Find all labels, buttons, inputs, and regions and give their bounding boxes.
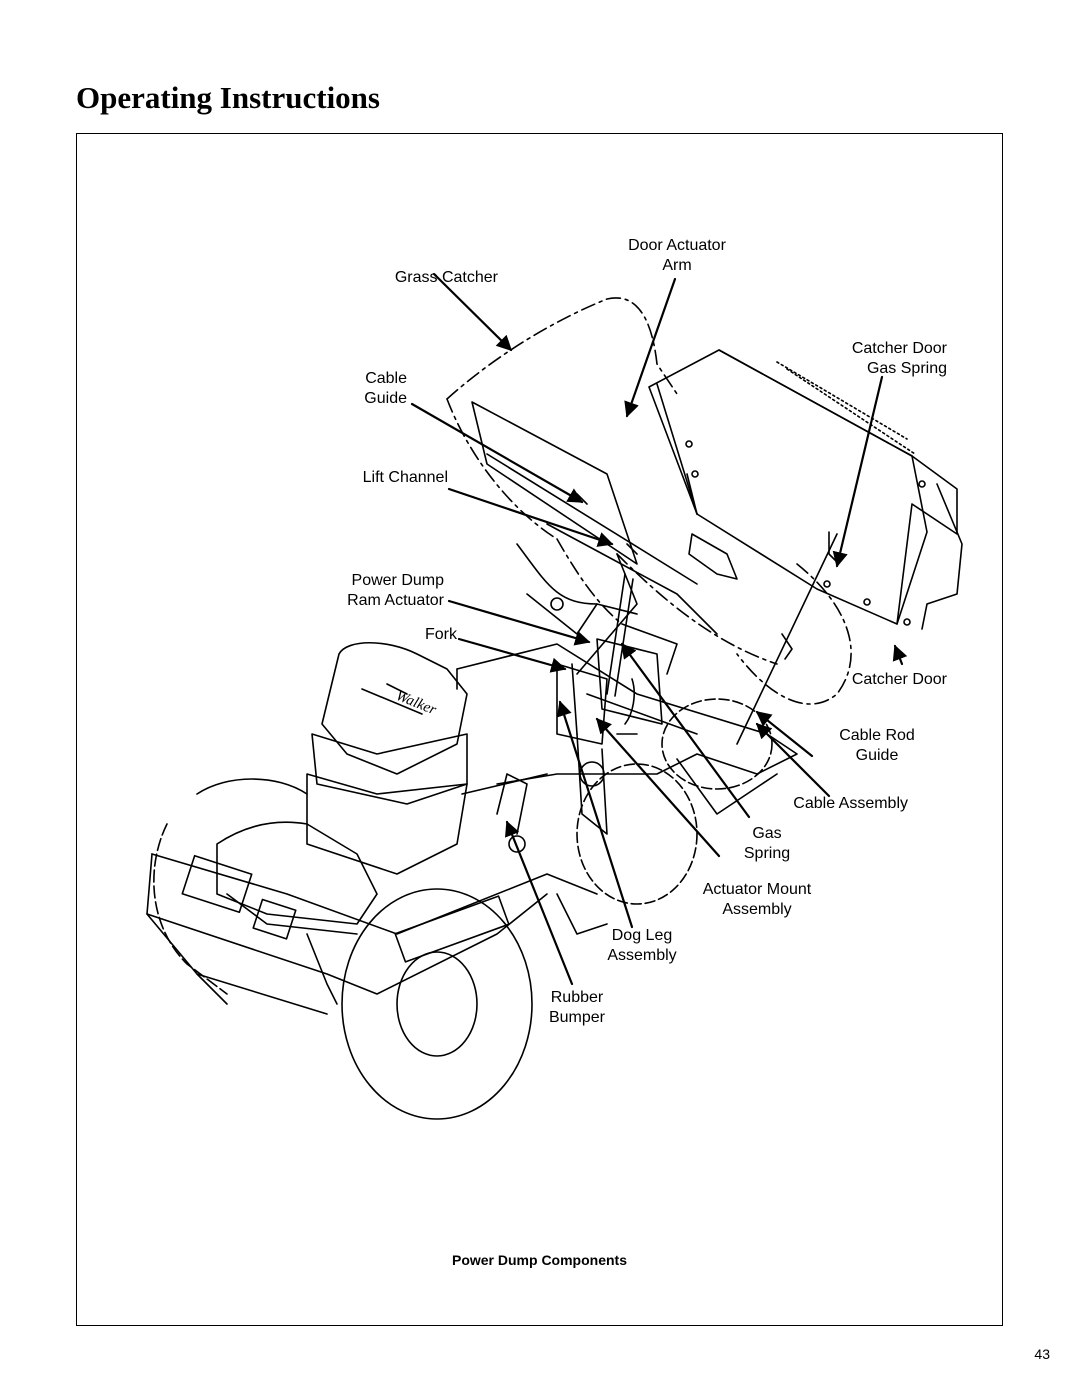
- label-catcher-door-gas-spring: Catcher Door Gas Spring: [817, 339, 947, 379]
- label-line: Guide: [364, 390, 407, 407]
- label-line: Catcher Door: [851, 340, 947, 357]
- label-line: Assembly: [722, 901, 792, 918]
- leader-lines: [410, 272, 908, 986]
- label-line: Gas Spring: [866, 360, 947, 377]
- label-line: Ram Actuator: [347, 592, 444, 609]
- label-cable-guide: Cable Guide: [337, 369, 407, 409]
- label-lift-channel: Lift Channel: [362, 469, 448, 486]
- figure-caption: Power Dump Components: [451, 1252, 627, 1268]
- label-rubber-bumper: Rubber Bumper: [532, 988, 622, 1028]
- catcher-door-drawing: [648, 349, 963, 630]
- mower-illustration: Walker: [146, 272, 963, 1120]
- seat-drawing: [216, 641, 468, 935]
- label-fork: Fork: [425, 626, 457, 643]
- label-line: Spring: [743, 845, 791, 862]
- page-title: Operating Instructions: [76, 80, 380, 115]
- label-cable-assembly: Cable Assembly: [793, 795, 908, 812]
- wheels-drawing: [576, 698, 773, 905]
- figure-box: Walker: [76, 133, 1003, 1326]
- label-power-dump-ram-actuator: Power Dump Ram Actuator: [317, 571, 444, 611]
- seat-logo: Walker: [394, 688, 439, 719]
- grass-catcher-drawing: [446, 297, 852, 705]
- actuator-linkage-drawing: [556, 623, 698, 835]
- label-gas-spring: Gas Spring: [727, 824, 807, 864]
- label-actuator-mount-assembly: Actuator Mount Assembly: [682, 880, 832, 920]
- label-line: Gas: [752, 825, 782, 842]
- label-line: Assembly: [607, 947, 677, 964]
- label-dog-leg-assembly: Dog Leg Assembly: [592, 926, 692, 966]
- label-line: Bumper: [548, 1009, 606, 1026]
- label-line: Power Dump: [351, 572, 444, 589]
- label-line: Guide: [855, 747, 899, 764]
- label-cable-rod-guide: Cable Rod Guide: [817, 726, 937, 766]
- rear-wheels-drawing: [153, 778, 533, 1120]
- page-number: 43: [1034, 1346, 1050, 1362]
- label-line: Door Actuator: [628, 237, 726, 254]
- label-door-actuator-arm: Door Actuator Arm: [607, 236, 747, 276]
- label-catcher-door: Catcher Door: [851, 671, 947, 688]
- cable-rod-drawing: [736, 533, 838, 745]
- label-line: Actuator Mount: [702, 881, 812, 898]
- lift-frame-drawing: [471, 401, 718, 697]
- label-line: Dog Leg: [611, 927, 673, 944]
- label-grass-catcher: Grass Catcher: [394, 269, 498, 286]
- label-line: Arm: [662, 257, 692, 274]
- mower-frame-drawing: [456, 643, 798, 815]
- label-line: Cable: [365, 370, 407, 387]
- label-line: Rubber: [550, 989, 604, 1006]
- label-line: Cable Rod: [839, 727, 915, 744]
- chassis-drawing: [146, 773, 608, 1015]
